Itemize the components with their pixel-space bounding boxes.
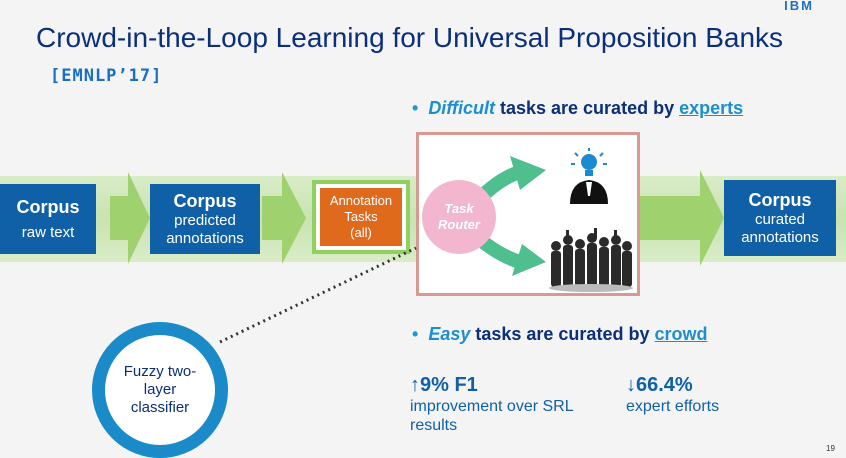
task-router-line1: Task	[444, 201, 474, 216]
corpus-predicted-title: Corpus	[173, 191, 237, 211]
corpus-curated-box: Corpus curated annotations	[724, 180, 836, 256]
slide-title: Crowd-in-the-Loop Learning for Universal…	[36, 22, 784, 53]
stat-f1: ↑9% F1 improvement over SRL results	[410, 374, 574, 435]
annotation-tasks-line3: (all)	[350, 225, 372, 240]
task-router-line2: Router	[438, 217, 480, 232]
corpus-predicted-box: Corpus predicted annotations	[150, 184, 260, 254]
classifier-line3: classifier	[130, 399, 190, 416]
classifier-line2: layer	[143, 381, 177, 398]
fuzzy-classifier-circle: Fuzzy two- layer classifier	[92, 322, 228, 458]
corpus-curated-sub1: curated	[754, 211, 806, 228]
bullet-easy-link: crowd	[654, 324, 708, 344]
bullet-easy-em: Easy	[428, 324, 471, 344]
arrow-raw-to-pred	[110, 172, 150, 264]
corpus-raw-title: Corpus	[16, 197, 80, 217]
stat-effort: ↓66.4% expert efforts	[626, 374, 719, 416]
stat-f1-line2: results	[410, 417, 458, 434]
stat-effort-value: ↓66.4%	[626, 374, 693, 396]
annotation-tasks-box: Annotation Tasks (all)	[312, 180, 410, 254]
stat-f1-line1: improvement over SRL	[410, 398, 574, 415]
arrow-to-curated	[640, 170, 724, 266]
bullet-difficult-link: experts	[679, 98, 744, 118]
expert-lightbulb-person-icon	[570, 148, 608, 204]
arrow-head-expert	[510, 156, 546, 190]
bullet-easy-text: tasks are curated by	[470, 324, 655, 344]
classifier-line1: Fuzzy two-	[123, 363, 197, 380]
corpus-curated-sub2: annotations	[741, 229, 819, 246]
bullet-dot: •	[412, 324, 419, 344]
arrow-head-crowd	[512, 244, 546, 276]
crowd-people-icon	[548, 228, 634, 292]
corpus-curated-title: Corpus	[748, 190, 812, 210]
stat-effort-line1: expert efforts	[626, 398, 720, 415]
annotation-tasks-line1: Annotation	[329, 193, 393, 208]
bullet-difficult-em: Difficult	[428, 98, 495, 118]
venue-tag: [EMNLP’17]	[50, 66, 163, 86]
annotation-tasks-line2: Tasks	[344, 209, 378, 224]
page-number: 19	[826, 444, 835, 453]
stat-f1-value: ↑9% F1	[410, 374, 478, 396]
task-router: Task Router	[422, 180, 496, 254]
bullet-difficult-text: tasks are curated by	[494, 98, 680, 118]
ibm-logo: IBM	[784, 0, 814, 13]
corpus-predicted-sub2: annotations	[166, 230, 244, 247]
corpus-raw-box: Corpus raw text	[0, 184, 96, 254]
bullet-dot: •	[412, 98, 419, 118]
corpus-raw-sub: raw text	[21, 224, 75, 241]
corpus-predicted-sub1: predicted	[174, 212, 236, 229]
bullet-difficult: • Difficult tasks are curated by experts	[412, 98, 743, 119]
bullet-easy: • Easy tasks are curated by crowd	[412, 324, 707, 345]
arrow-pred-to-tasks	[262, 172, 306, 264]
